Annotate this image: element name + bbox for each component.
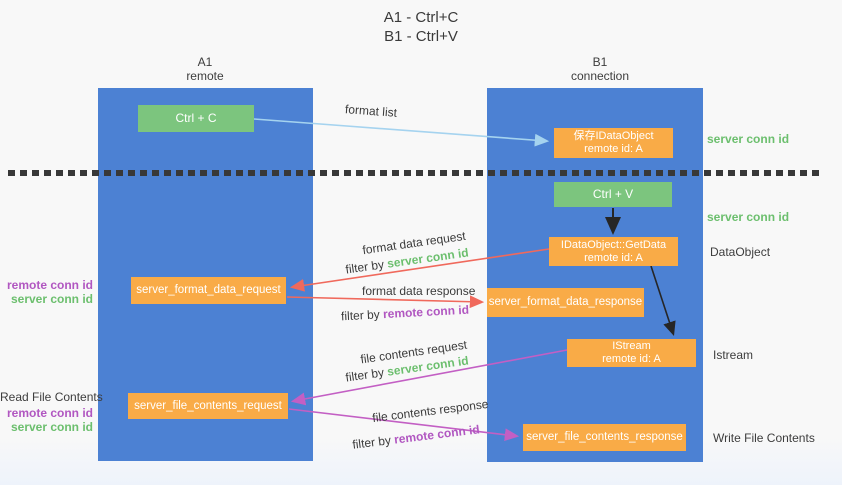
label-server-conn-id-right-1: server conn id — [707, 132, 790, 146]
label-server-conn-id-right-2: server conn id — [707, 210, 790, 224]
node-server-format-data-request: server_format_data_request — [131, 277, 286, 304]
label-write-file-contents: Write File Contents — [713, 431, 815, 445]
label-remote-conn-id-left-1: remote conn id — [6, 278, 93, 292]
label-filter-by-remote-conn-id-2: filter by remote conn id — [352, 422, 481, 451]
node-istream: IStream remote id: A — [567, 339, 696, 367]
node-istream-line2: remote id: A — [602, 353, 661, 365]
label-format-list: format list — [344, 102, 398, 120]
label-file-contents-response: file contents response — [371, 396, 490, 426]
node-ctrl-v-label: Ctrl + V — [592, 187, 634, 201]
title-line-1: A1 - Ctrl+C — [383, 9, 459, 26]
node-save-idataobject-line2: remote id: A — [584, 143, 643, 155]
node-istream-line1: IStream — [612, 340, 651, 352]
node-ctrl-c: Ctrl + C — [138, 105, 254, 132]
lane-b1-subtitle: connection — [570, 69, 630, 83]
node-idataobject-getdata: IDataObject::GetData remote id: A — [549, 237, 678, 266]
node-server-file-contents-request: server_file_contents_request — [128, 393, 288, 419]
machine-boundary-dotted-line — [8, 170, 823, 176]
node-idataobject-getdata-line1: IDataObject::GetData — [560, 238, 667, 251]
label-server-conn-id-left-2: server conn id — [10, 420, 93, 434]
node-ctrl-v: Ctrl + V — [554, 182, 672, 207]
node-ctrl-c-label: Ctrl + C — [175, 111, 217, 125]
node-server-file-contents-response-label: server_file_contents_response — [526, 431, 683, 443]
label-dataobject: DataObject — [710, 245, 771, 259]
diagram-title: A1 - Ctrl+C B1 - Ctrl+V — [0, 8, 842, 46]
node-server-format-data-request-label: server_format_data_request — [136, 284, 281, 296]
node-save-idataobject: 保存IDataObject remote id: A — [554, 128, 673, 158]
lane-header-a1: A1 remote — [145, 55, 265, 83]
node-server-format-data-response: server_format_data_response — [487, 288, 644, 317]
node-save-idataobject-line1: 保存IDataObject — [573, 130, 654, 142]
label-filter-by-text-2: filter by — [340, 307, 384, 324]
label-read-file-contents: Read File Contents — [0, 390, 103, 404]
node-server-file-contents-request-label: server_file_contents_request — [134, 399, 282, 412]
label-conn-ids-left-top: remote conn id server conn id — [0, 278, 93, 306]
label-filter-by-remote-conn-id-1: filter by remote conn id — [341, 303, 470, 324]
label-remote-conn-id-inline-2: remote conn id — [393, 422, 481, 447]
lane-b1-name: B1 — [592, 55, 608, 69]
node-server-file-contents-response: server_file_contents_response — [523, 424, 686, 451]
label-istream: Istream — [713, 348, 754, 362]
label-filter-by-text-4: filter by — [351, 432, 396, 452]
lane-a1-subtitle: remote — [186, 69, 224, 83]
node-server-format-data-response-label: server_format_data_response — [488, 296, 643, 308]
label-remote-conn-id-left-2: remote conn id — [6, 406, 93, 420]
label-filter-by-text-3: filter by — [344, 364, 389, 385]
node-idataobject-getdata-line2: remote id: A — [584, 251, 643, 264]
label-format-data-response: format data response — [362, 284, 476, 298]
label-server-conn-id-left-1: server conn id — [10, 292, 93, 306]
title-line-2: B1 - Ctrl+V — [384, 28, 458, 45]
label-conn-ids-left-bottom: remote conn id server conn id — [0, 406, 93, 434]
lane-header-b1: B1 connection — [540, 55, 660, 83]
lane-a1-name: A1 — [197, 55, 213, 69]
label-filter-by-text-1: filter by — [344, 256, 389, 277]
label-remote-conn-id-inline-1: remote conn id — [382, 302, 470, 322]
